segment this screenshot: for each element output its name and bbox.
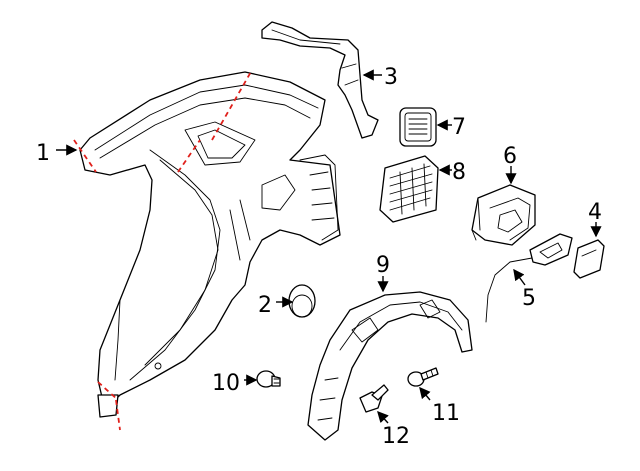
push-pin-12: [359, 384, 389, 413]
fuel-door-cable: [485, 233, 573, 323]
bolt-11: [407, 367, 439, 387]
callout-12: 12: [382, 424, 410, 449]
callout-9: 9: [376, 253, 390, 278]
upper-bracket: [261, 21, 379, 139]
quarter-panel: [79, 71, 341, 418]
large-grille: [379, 155, 439, 223]
callout-7: 7: [452, 115, 466, 140]
clip-10: [256, 370, 281, 388]
callout-11: 11: [432, 401, 460, 426]
wheelhouse-liner: [307, 291, 473, 441]
fuel-filler-housing: [471, 184, 536, 246]
plug: [288, 284, 316, 318]
fuel-door: [573, 239, 605, 279]
small-grille: [399, 107, 437, 147]
callout-10: 10: [212, 371, 240, 396]
cut-lines: [73, 69, 253, 431]
callout-3: 3: [384, 65, 398, 90]
callout-5: 5: [522, 286, 536, 311]
callout-4: 4: [588, 200, 602, 225]
callout-labels: 1 2 3 4 5 6 7 8 9 10 11 12: [36, 65, 602, 449]
callout-1: 1: [36, 141, 50, 166]
leader-lines: [56, 69, 602, 424]
callout-2: 2: [258, 293, 272, 318]
callout-6: 6: [503, 144, 517, 169]
callout-8: 8: [452, 160, 466, 185]
